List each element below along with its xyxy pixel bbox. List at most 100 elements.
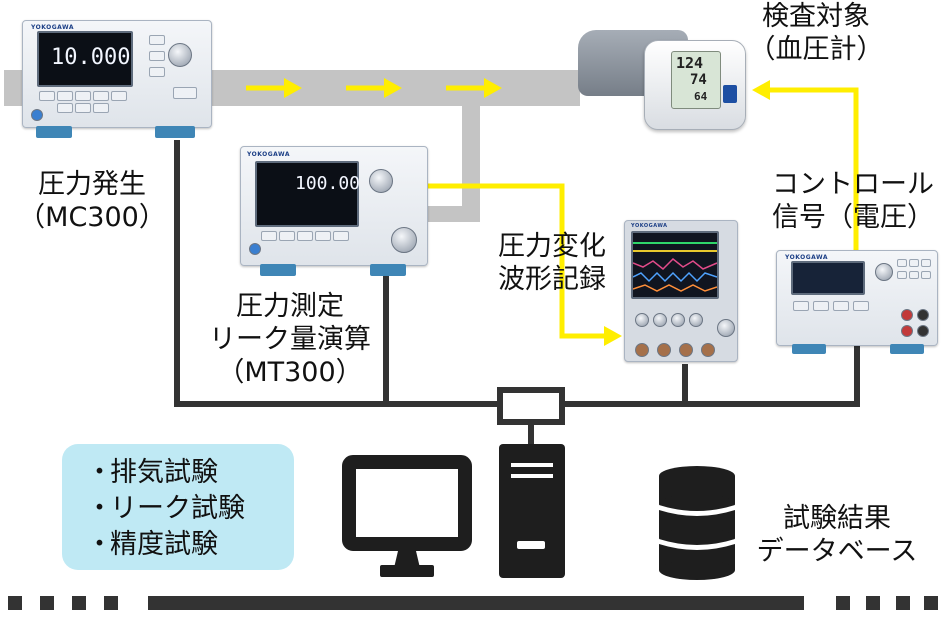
label-db-line2: データベース [756, 536, 918, 567]
source-key[interactable] [921, 259, 931, 267]
recorder-screen [631, 231, 719, 299]
source-dial[interactable] [875, 263, 893, 281]
test-item-bullet: ・ [86, 457, 113, 488]
source-foot [792, 344, 826, 354]
test-item-bullet: ・ [86, 493, 113, 524]
mt300-key[interactable] [315, 231, 331, 241]
cable-source [563, 344, 860, 407]
mt300-pressure-meter: YOKOGAWA 100.00 [240, 146, 428, 266]
mc300-dial[interactable] [168, 43, 192, 67]
test-item-label: リーク試験 [110, 493, 245, 524]
source-key[interactable] [909, 259, 919, 267]
source-key[interactable] [813, 301, 829, 311]
mt300-power-button[interactable] [249, 243, 261, 255]
source-terminal [901, 325, 913, 337]
label-pressure-gen-line1: 圧力発生 [38, 169, 146, 200]
mt300-foot [370, 264, 406, 276]
mc300-power-button[interactable] [31, 109, 43, 121]
test-item-label: 排気試験 [110, 457, 218, 488]
lan-bus-solid [148, 596, 804, 610]
recorder-knob[interactable] [671, 313, 685, 327]
source-key[interactable] [853, 301, 869, 311]
mc300-reading: 10.000 [51, 45, 131, 70]
mt300-pressure-port [391, 227, 417, 253]
label-pressure-gen: 圧力発生 （MC300） [14, 168, 170, 234]
label-control: コントロール 信号（電圧） [772, 168, 934, 234]
test-item: ・リーク試験 [86, 492, 245, 525]
signal-lines [428, 87, 859, 339]
test-types-panel: ・排気試験 ・リーク試験 ・精度試験 [62, 444, 294, 570]
mc300-display: 10.000 [37, 31, 133, 87]
source-key[interactable] [921, 271, 931, 279]
test-item: ・精度試験 [86, 528, 218, 561]
test-item-label: 精度試験 [110, 529, 218, 560]
mt300-display: 100.00 [255, 161, 361, 227]
mc300-pressure-generator: YOKOGAWA 10.000 [22, 20, 212, 128]
mc300-brand: YOKOGAWA [31, 24, 75, 31]
pipe-branch-horizontal [424, 206, 480, 222]
mc300-key[interactable] [39, 91, 55, 101]
mc300-key[interactable] [149, 67, 165, 77]
mc300-key[interactable] [75, 91, 91, 101]
flow-arrows [246, 78, 502, 98]
mc300-key[interactable] [149, 51, 165, 61]
mc300-key[interactable] [93, 91, 109, 101]
label-test-target-line1: 検査対象 [762, 1, 870, 32]
waveform-recorder: YOKOGAWA [624, 220, 738, 362]
signal-pressure-to-recorder [428, 183, 606, 339]
pipe-branch-vertical [462, 100, 480, 222]
source-key[interactable] [897, 259, 907, 267]
bp-start-button[interactable] [723, 85, 737, 103]
source-terminal [901, 309, 913, 321]
label-control-line2: 信号（電圧） [772, 202, 934, 233]
mt300-reading: 100.00 [295, 173, 361, 194]
recorder-knob[interactable] [635, 313, 649, 327]
recorder-knob[interactable] [689, 313, 703, 327]
monitor-icon [342, 455, 472, 577]
bp-diastolic: 74 [690, 72, 707, 88]
recorder-input-connector [657, 343, 671, 357]
recorder-knob[interactable] [717, 319, 735, 337]
label-pressure-meas: 圧力測定 リーク量演算 （MT300） [200, 290, 380, 389]
mt300-key[interactable] [261, 231, 277, 241]
flow-arrow [246, 78, 302, 98]
mt300-key[interactable] [279, 231, 295, 241]
mt300-key[interactable] [333, 231, 349, 241]
bp-systolic: 124 [676, 54, 704, 72]
source-display [791, 261, 865, 295]
label-pressure-meas-line3: （MT300） [217, 357, 363, 388]
mt300-key[interactable] [297, 231, 313, 241]
lan-bus [8, 596, 938, 610]
label-control-line1: コントロール [772, 169, 934, 200]
mt300-brand: YOKOGAWA [247, 151, 291, 158]
recorder-input-connector [701, 343, 715, 357]
mc300-key[interactable] [173, 87, 197, 99]
database-icon [659, 466, 735, 580]
mc300-key[interactable] [111, 91, 127, 101]
label-db-line1: 試験結果 [783, 503, 891, 534]
signal-control-to-target [770, 87, 859, 252]
label-pressure-meas-line1: 圧力測定 [236, 291, 344, 322]
source-key[interactable] [897, 271, 907, 279]
label-test-target-line2: （血圧計） [748, 34, 884, 65]
control-cables [174, 140, 860, 446]
label-db: 試験結果 データベース [752, 502, 922, 568]
mc300-foot [36, 126, 72, 138]
bp-pulse: 64 [694, 90, 708, 103]
label-pressure-gen-line2: （MC300） [18, 202, 166, 233]
mc300-key[interactable] [93, 103, 109, 113]
source-key[interactable] [909, 271, 919, 279]
mc300-key[interactable] [149, 35, 165, 45]
source-terminal [917, 325, 929, 337]
recorder-knob[interactable] [653, 313, 667, 327]
recorder-waveforms [633, 242, 717, 292]
source-key[interactable] [833, 301, 849, 311]
mc300-key[interactable] [57, 103, 73, 113]
mc300-key[interactable] [57, 91, 73, 101]
test-item-bullet: ・ [86, 529, 113, 560]
mt300-dial[interactable] [369, 169, 393, 193]
mc300-key[interactable] [75, 103, 91, 113]
mc300-foot [155, 126, 195, 138]
source-key[interactable] [793, 301, 809, 311]
